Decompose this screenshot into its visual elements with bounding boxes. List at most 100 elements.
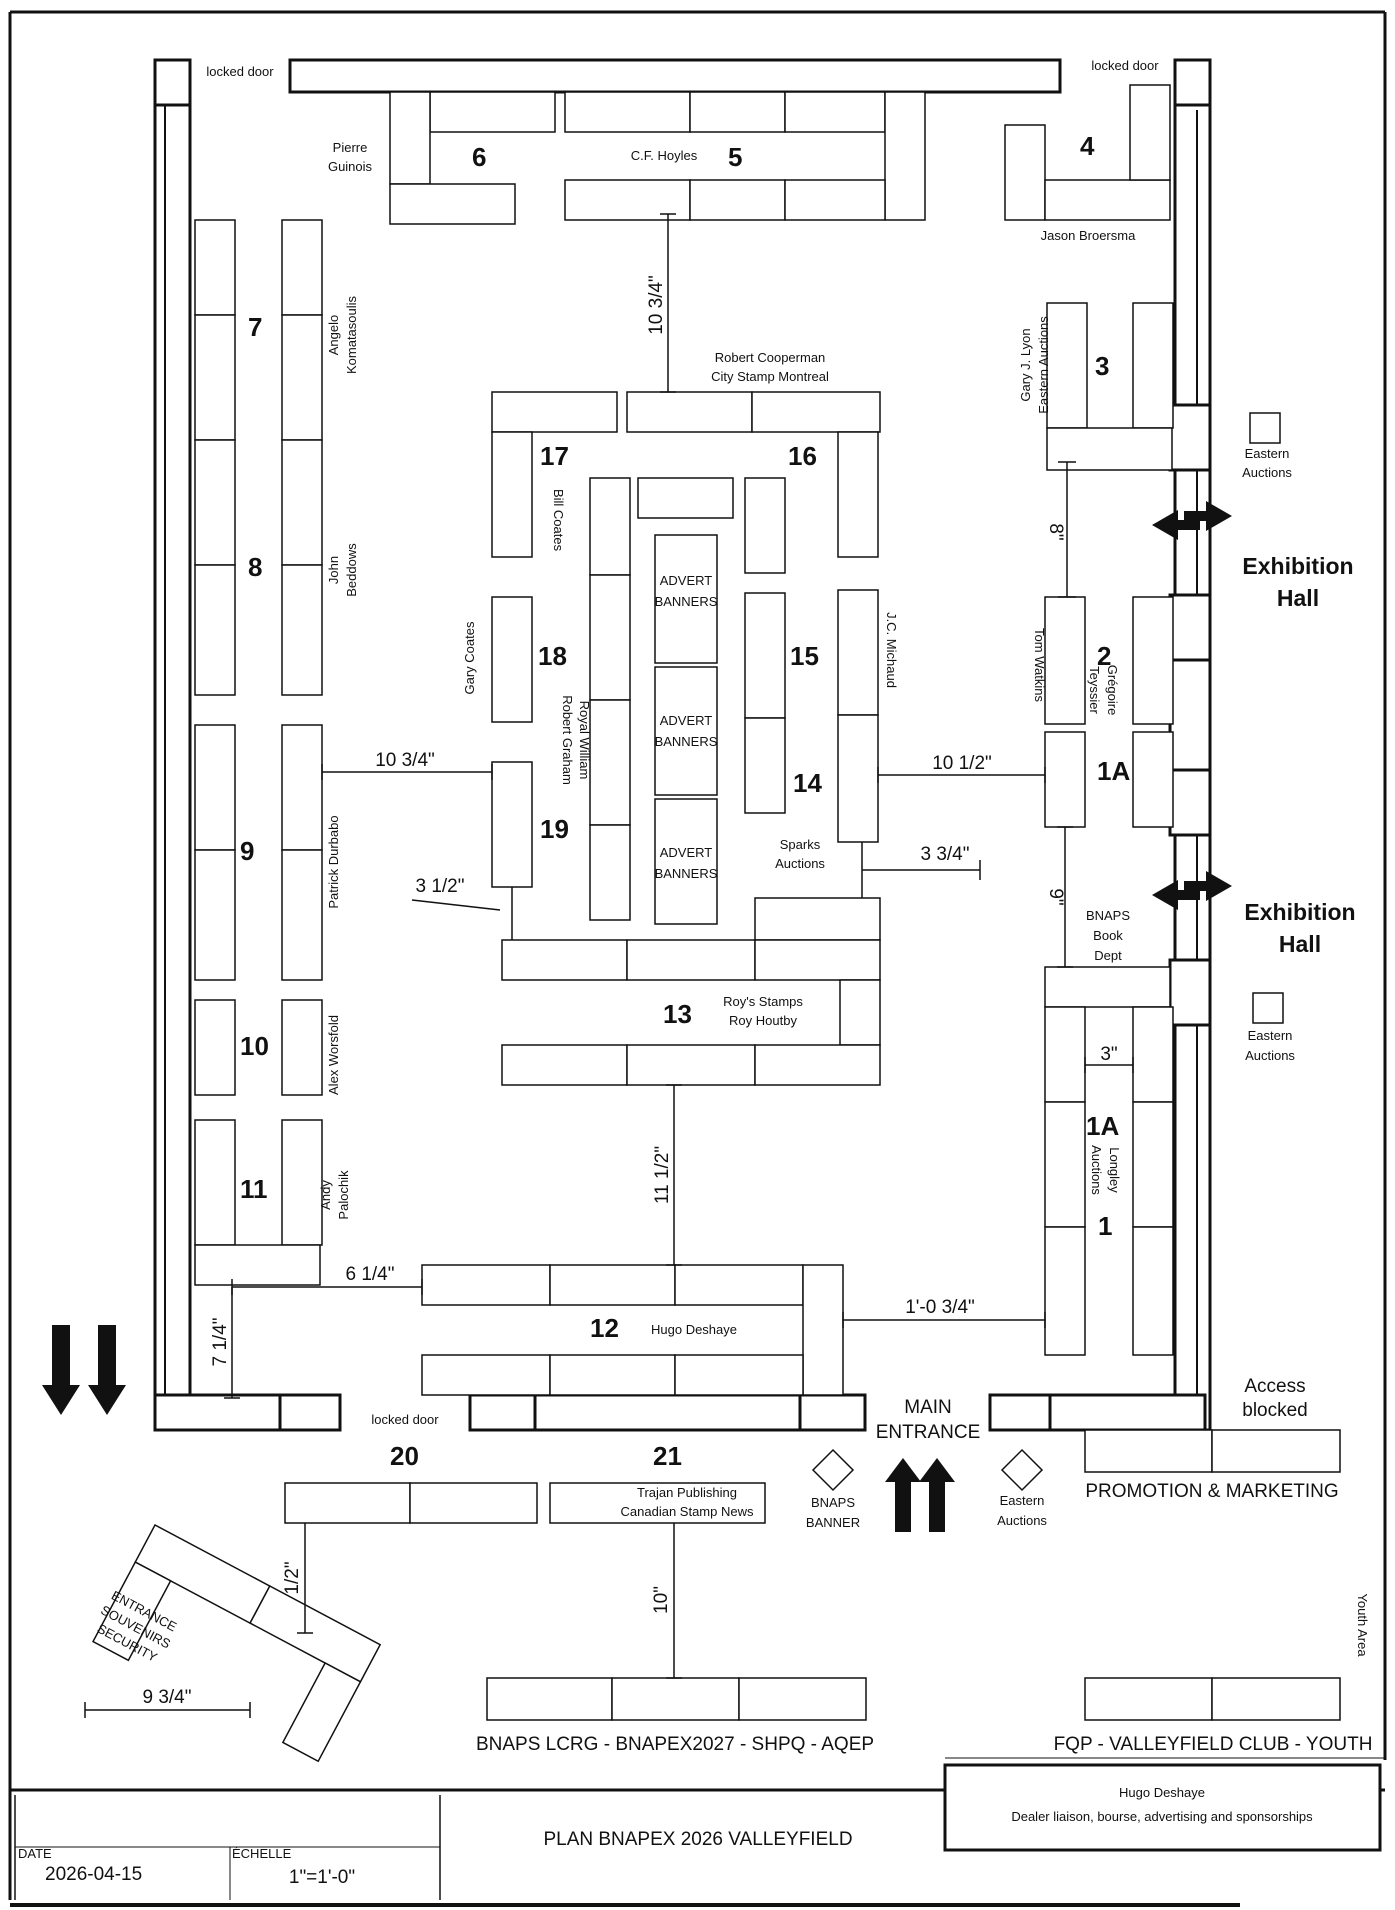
eastern-auctions-2-line1: Eastern	[1248, 1028, 1293, 1043]
bnaps-banner-line1: BNAPS	[811, 1495, 855, 1510]
advert-banner-2-line1: ADVERT	[660, 713, 713, 728]
booth-number-4: 3	[1095, 351, 1109, 381]
dealer-angelo-line1: Angelo	[326, 315, 341, 355]
dealer-lyon-line2: Eastern Auctions	[1036, 316, 1051, 414]
booth-number-22: 21	[653, 1441, 682, 1471]
booth-1a: 1A	[1086, 1111, 1119, 1141]
advert-banner-1-line2: BANNERS	[655, 594, 718, 609]
misc-labels: locked door locked door locked door East…	[95, 58, 1373, 1755]
advert-banner-3-line1: ADVERT	[660, 845, 713, 860]
dim-21: 1/2"	[282, 1561, 303, 1594]
eastern-auctions-1-line1: Eastern	[1245, 446, 1290, 461]
booth-number-13: 12	[590, 1313, 619, 1343]
dealer-watkins: Tom Watkins	[1032, 628, 1047, 702]
dimension-labels: 10 3/4" 8" 10 3/4" 10 1/2" 3 3/4" 3 1/2"…	[142, 275, 1117, 1708]
booth-number-3: 2	[1097, 641, 1111, 671]
booth-number-11: 10	[240, 1031, 269, 1061]
eastern-auctions-1-line2: Auctions	[1242, 465, 1292, 480]
locked-door-top-left: locked door	[206, 64, 274, 79]
advert-banner-2-line2: BANNERS	[655, 734, 718, 749]
booth-number-10: 9	[240, 836, 254, 866]
dim-15-2: 10 1/2"	[932, 753, 992, 774]
dim-4-3: 8"	[1045, 523, 1066, 540]
advert-banners: ADVERT BANNERS ADVERT BANNERS ADVERT BAN…	[655, 573, 718, 881]
dealer-longley-line1: Longley	[1107, 1147, 1122, 1193]
scale-value: 1"=1'-0"	[289, 1867, 355, 1888]
dealer-teyssier-line1: Grégoire	[1105, 665, 1120, 716]
booth-number-12: 11	[240, 1174, 268, 1204]
booth-number-7: 6	[472, 142, 486, 172]
dim-12-13: 6 1/4"	[345, 1264, 394, 1285]
booth-number-6: 5	[728, 142, 742, 172]
dealer-durbabo: Patrick Durbabo	[326, 815, 341, 908]
dim-10-20: 10 3/4"	[375, 750, 435, 771]
bnaps-banner-line2: BANNER	[806, 1515, 860, 1530]
dealer-trajan-line1: Trajan Publishing	[637, 1485, 737, 1500]
locked-door-top-right: locked door	[1091, 58, 1159, 73]
dealer-beddows-line1: John	[326, 556, 341, 584]
youth-area: Youth Area	[1355, 1593, 1370, 1657]
dealer-graham-line2: Royal William	[577, 701, 592, 780]
dimension-lines	[84, 213, 1134, 1718]
dim-sec: 9 3/4"	[142, 1687, 191, 1708]
dealer-cooperman-line2: City Stamp Montreal	[711, 369, 829, 384]
dim-2-1: 9"	[1045, 888, 1066, 905]
date-value: 2026-04-15	[45, 1864, 142, 1885]
dealer-cooperman-line1: Robert Cooperman	[715, 350, 826, 365]
contact-role: Dealer liaison, bourse, advertising and …	[1011, 1809, 1313, 1824]
exhibition-hall-2-line2: Hall	[1279, 931, 1321, 957]
scale-label: ÉCHELLE	[232, 1846, 292, 1861]
dealer-trajan-line2: Canadian Stamp News	[621, 1504, 754, 1519]
bnaps-book-line3: Dept	[1094, 948, 1122, 963]
dealer-pierre-line2: Guinois	[328, 159, 373, 174]
dealer-longley-line2: Auctions	[1089, 1145, 1104, 1195]
dim-14-13: 11 1/2"	[652, 1146, 673, 1204]
exhibition-hall-arrow-1	[1152, 501, 1232, 540]
dealer-hoyles: C.F. Hoyles	[631, 148, 698, 163]
access-blocked-line1: Access	[1244, 1376, 1305, 1397]
dealer-roys-line2: Roy Houtby	[729, 1013, 797, 1028]
booth-number-9: 8	[248, 552, 262, 582]
exhibition-hall-1-line2: Hall	[1277, 585, 1319, 611]
dim-left: 7 1/4"	[210, 1317, 231, 1366]
booth-number-17: 16	[788, 441, 817, 471]
dealer-teyssier-line2: Teyssier	[1087, 666, 1102, 714]
dealer-michaud: J.C. Michaud	[884, 612, 899, 688]
promotion-marketing: PROMOTION & MARKETING	[1085, 1481, 1338, 1502]
eastern-auctions-2-line2: Auctions	[1245, 1048, 1295, 1063]
dim-1a: 3"	[1100, 1044, 1117, 1065]
dealer-roys-line1: Roy's Stamps	[723, 994, 803, 1009]
dealer-sparks-line2: Auctions	[775, 856, 825, 871]
fqp-row-label: FQP - VALLEYFIELD CLUB - YOUTH	[1054, 1734, 1373, 1755]
dealer-pierre-line1: Pierre	[333, 140, 368, 155]
booth-number-18: 17	[540, 441, 569, 471]
dealer-beddows-line2: Beddows	[344, 543, 359, 597]
bnaps-book-line1: BNAPS	[1086, 908, 1130, 923]
bnaps-row-label: BNAPS LCRG - BNAPEX2027 - SHPQ - AQEP	[476, 1734, 874, 1755]
booth-number-15: 14	[793, 768, 822, 798]
title-block: DATE 2026-04-15 ÉCHELLE 1"=1'-0" PLAN BN…	[14, 1757, 1385, 1900]
access-blocked-line2: blocked	[1242, 1400, 1308, 1421]
room-walls	[153, 58, 1212, 1432]
date-label: DATE	[18, 1846, 52, 1861]
booth-number-20: 19	[540, 814, 569, 844]
dim-20: 3 1/2"	[415, 876, 464, 897]
dealer-worsfold: Alex Worsfold	[326, 1015, 341, 1095]
dealer-bill-coates: Bill Coates	[551, 489, 566, 552]
dim-13-1: 1'-0 3/4"	[905, 1297, 975, 1318]
exit-arrows-down-icon	[42, 1325, 126, 1415]
plan-title: PLAN BNAPEX 2026 VALLEYFIELD	[543, 1829, 852, 1850]
dealer-hugo: Hugo Deshaye	[651, 1322, 737, 1337]
booth-number-8: 7	[248, 312, 262, 342]
bnaps-book-line2: Book	[1093, 928, 1123, 943]
dealer-gary-coates: Gary Coates	[462, 621, 477, 694]
locked-door-bottom: locked door	[371, 1412, 439, 1427]
booth-numbers: 6 5 4 7 8 9 10 11 17 16 18 15 14 19 13 3…	[240, 131, 1130, 1471]
dealer-lyon-line1: Gary J. Lyon	[1018, 328, 1033, 401]
dim-sparks: 3 3/4"	[920, 844, 969, 865]
exhibition-hall-arrow-2	[1152, 871, 1232, 910]
arrows	[42, 501, 1232, 1532]
exhibition-hall-1-line1: Exhibition	[1242, 553, 1353, 579]
dealer-palochik-line2: Palochik	[336, 1170, 351, 1220]
contact-name: Hugo Deshaye	[1119, 1785, 1205, 1800]
